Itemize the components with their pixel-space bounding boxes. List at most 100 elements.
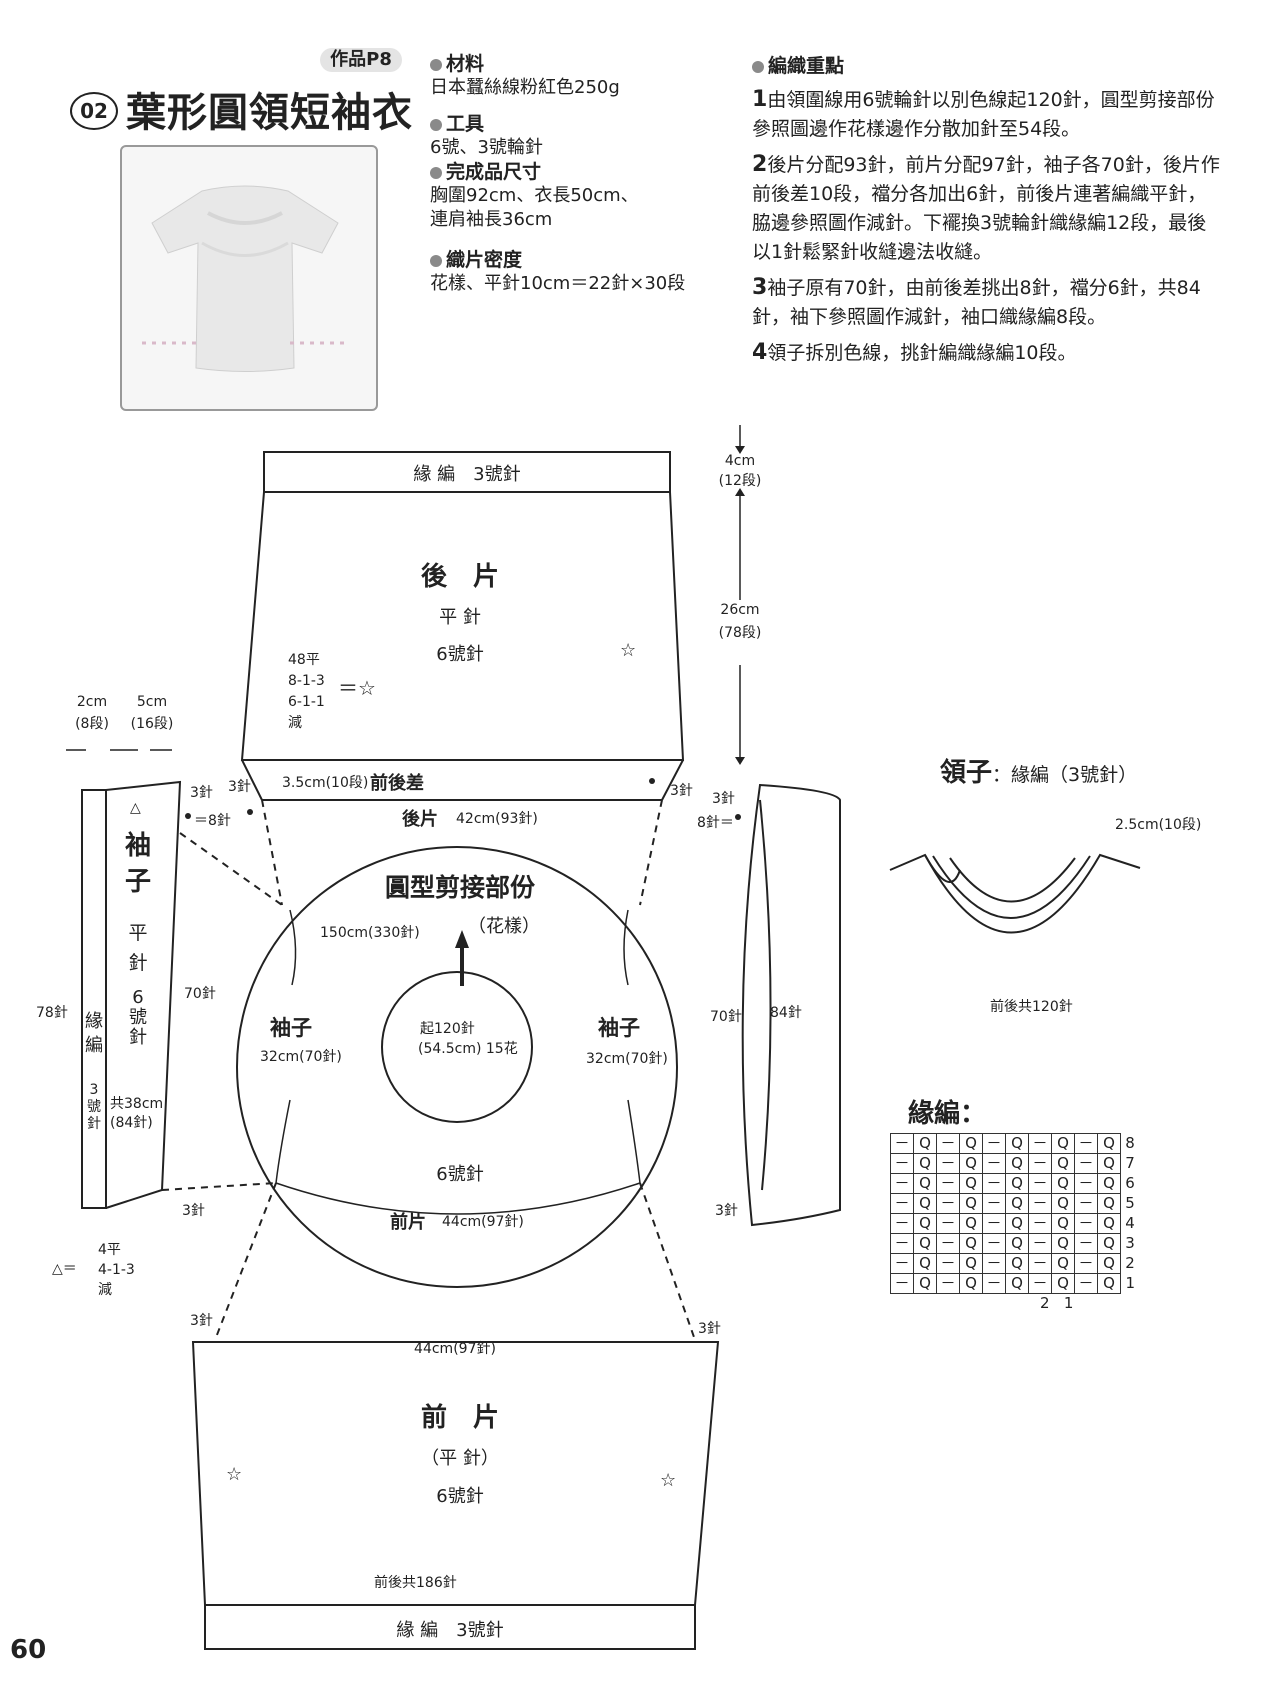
purl-cell: －	[982, 1193, 1006, 1214]
twist-cell: Q	[1051, 1213, 1075, 1234]
step-item: 1由領圍線用6號輪針以別色線起120針，圓型剪接部份參照圖邊作花樣邊作分散加針至…	[752, 87, 1215, 140]
material-value: 日本蠶絲線粉紅色250g	[430, 77, 620, 98]
gauge-value: 花樣、平針10cm＝22針×30段	[430, 273, 686, 294]
chart-row-number: 2	[1125, 1254, 1135, 1272]
twist-cell: Q	[959, 1273, 983, 1294]
left-sleeve-stitch: 平針	[128, 922, 148, 974]
twist-cell: Q	[1051, 1273, 1075, 1294]
front-piece-title: 前 片	[420, 1403, 499, 1433]
dim-78rows: (78段)	[718, 625, 762, 641]
twist-cell: Q	[913, 1133, 937, 1154]
back-stitch: 平 針	[439, 607, 481, 628]
dim-8rows: (8段)	[75, 716, 109, 732]
yoke-right-sleeve-width: 32cm(70針)	[586, 1051, 668, 1067]
stitch-3-label: 3針	[190, 1313, 213, 1329]
chart-row-number: 3	[1125, 1234, 1135, 1252]
purl-cell: －	[982, 1273, 1006, 1294]
purl-cell: －	[936, 1153, 960, 1174]
yoke-outer-circle	[236, 846, 678, 1288]
purl-cell: －	[1074, 1253, 1098, 1274]
chart-row-number: 5	[1125, 1194, 1135, 1212]
dim-12rows: (12段)	[718, 473, 762, 489]
purl-cell: －	[936, 1233, 960, 1254]
purl-cell: －	[982, 1213, 1006, 1234]
twist-cell: Q	[1097, 1133, 1121, 1154]
yoke-front-width: 44cm(97針)	[442, 1214, 524, 1230]
purl-cell: －	[890, 1153, 914, 1174]
collar-subtitle: ：緣編（3號針）	[992, 764, 1138, 786]
left-sleeve-body	[105, 780, 182, 1209]
back-piece-outline	[240, 491, 685, 761]
purl-cell: －	[982, 1173, 1006, 1194]
twist-cell: Q	[1051, 1233, 1075, 1254]
bullet-icon	[430, 166, 442, 179]
twist-cell: Q	[1005, 1253, 1029, 1274]
collar-middle	[932, 855, 1091, 919]
purl-cell: －	[1074, 1133, 1098, 1154]
back-diff-left	[241, 759, 263, 801]
size-value: 胸圍92cm、衣長50cm、	[430, 185, 639, 206]
collar-total-stitches: 前後共120針	[990, 999, 1073, 1015]
twist-cell: Q	[1097, 1233, 1121, 1254]
star-marker: ☆	[660, 1470, 677, 1491]
front-needle: 6號針	[436, 1486, 484, 1507]
chart-row-number: 4	[1125, 1214, 1135, 1232]
twist-cell: Q	[1097, 1213, 1121, 1234]
twist-cell: Q	[913, 1173, 937, 1194]
yoke-needle: 6號針	[436, 1164, 484, 1185]
sleeve-70-stitches: 70針	[184, 986, 216, 1002]
twist-cell: Q	[959, 1213, 983, 1234]
twist-cell: Q	[913, 1193, 937, 1214]
bullet-icon	[430, 58, 442, 71]
purl-cell: －	[1028, 1173, 1052, 1194]
left-sleeve-title: 袖子	[124, 831, 151, 897]
left-sleeve-cuff-label: 緣編	[85, 1011, 103, 1056]
right-sleeve-84: 84針	[770, 1005, 802, 1021]
yoke-inner-circle	[381, 971, 533, 1123]
twist-cell: Q	[959, 1193, 983, 1214]
sleeve-decrease-triangle: △＝	[52, 1261, 77, 1277]
collar-inner	[949, 857, 1076, 903]
right-sleeve-70: 70針	[710, 1009, 742, 1025]
stitch-3-label: 3針	[712, 791, 735, 807]
twist-cell: Q	[959, 1253, 983, 1274]
purl-cell: －	[936, 1193, 960, 1214]
back-border-band	[263, 451, 671, 493]
front-border-label: 緣 編 3號針	[396, 1620, 504, 1641]
purl-cell: －	[1028, 1193, 1052, 1214]
twist-cell: Q	[1051, 1173, 1075, 1194]
tool-label: 工具	[446, 113, 485, 135]
purl-cell: －	[936, 1173, 960, 1194]
purl-cell: －	[890, 1173, 914, 1194]
twist-cell: Q	[1097, 1153, 1121, 1174]
page-number: 60	[10, 1635, 47, 1665]
purl-cell: －	[1028, 1133, 1052, 1154]
purl-cell: －	[936, 1133, 960, 1154]
twist-cell: Q	[1005, 1213, 1029, 1234]
twist-cell: Q	[1097, 1173, 1121, 1194]
shirt-illustration	[142, 185, 348, 372]
stitch-3-label: 3針	[190, 785, 213, 801]
twist-cell: Q	[913, 1273, 937, 1294]
eq-8-stitches: ＝8針	[194, 813, 231, 829]
twist-cell: Q	[1097, 1253, 1121, 1274]
twist-cell: Q	[913, 1253, 937, 1274]
yoke-cast-on: 起120針	[420, 1021, 475, 1037]
purl-cell: －	[890, 1273, 914, 1294]
yoke-front-label: 前片	[390, 1212, 426, 1233]
stitch-3-label: 3針	[698, 1321, 721, 1337]
step-item: 3袖子原有70針，由前後差挑出8針，襠分6針，共84針，袖下參照圖作減針，袖口織…	[752, 275, 1201, 328]
purl-cell: －	[936, 1273, 960, 1294]
star-marker: ☆	[226, 1464, 243, 1485]
twist-cell: Q	[1051, 1253, 1075, 1274]
purl-cell: －	[1028, 1213, 1052, 1234]
yoke-neck-measure: (54.5cm) 15花	[418, 1041, 518, 1057]
twist-cell: Q	[959, 1153, 983, 1174]
purl-cell: －	[1028, 1273, 1052, 1294]
back-decrease-star: ＝☆	[338, 676, 376, 700]
